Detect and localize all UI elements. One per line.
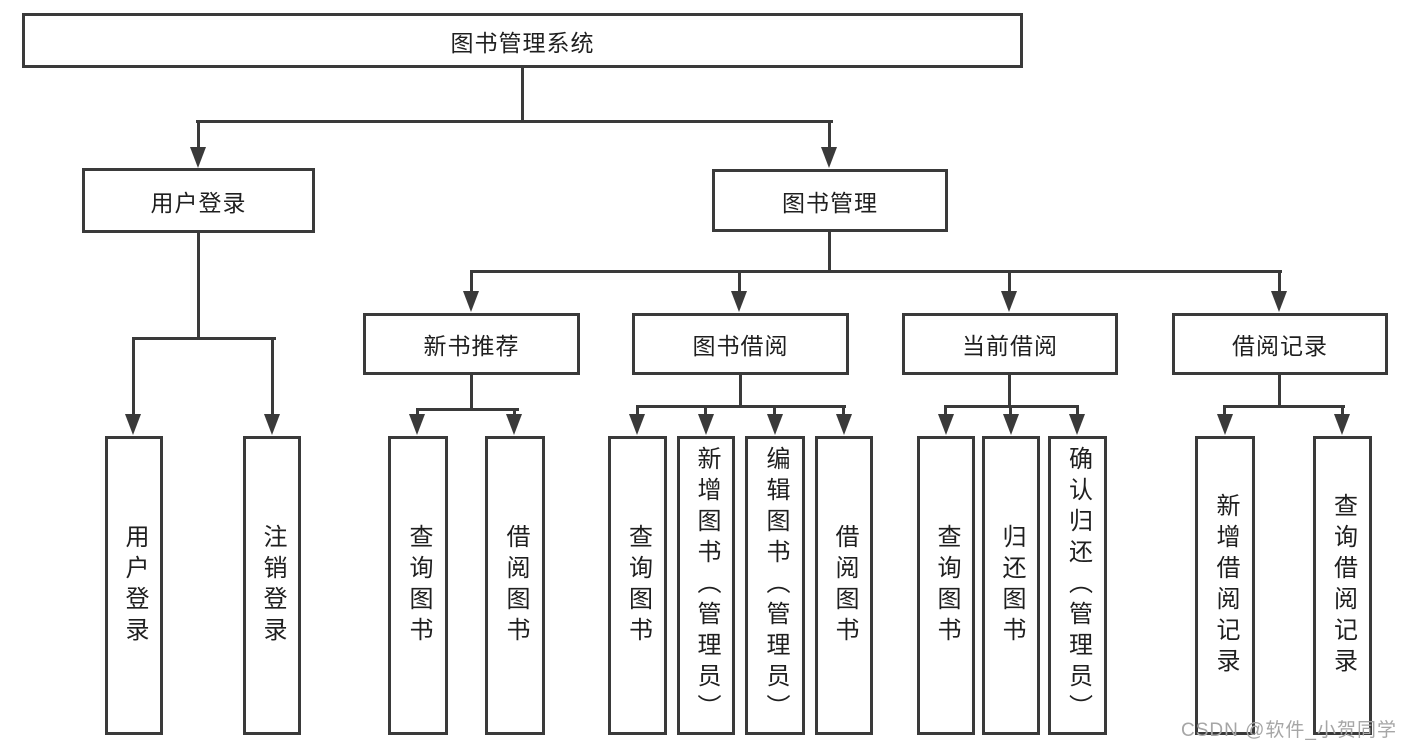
connector-line xyxy=(739,375,742,408)
connector-line xyxy=(828,120,831,150)
leaf-user-login-label: 用户登录 xyxy=(121,523,148,648)
connector-line xyxy=(842,405,845,416)
node-book-borrowing: 图书借阅 xyxy=(632,313,849,375)
arrow-down-icon xyxy=(836,414,852,435)
arrow-down-icon xyxy=(506,414,522,435)
leaf-borrow-books: 借阅图书 xyxy=(815,436,873,735)
connector-line xyxy=(1278,270,1281,294)
connector-line xyxy=(944,405,947,416)
connector-line xyxy=(704,405,707,416)
node-borrowing-records-label: 借阅记录 xyxy=(1232,333,1328,359)
leaf-logout-label: 注销登录 xyxy=(259,523,286,648)
connector-line xyxy=(470,270,1282,273)
leaf-user-login: 用户登录 xyxy=(105,436,163,735)
arrow-down-icon xyxy=(1001,291,1017,312)
leaf-query-books-recommend: 查询图书 xyxy=(388,436,448,735)
node-library-system-label: 图书管理系统 xyxy=(450,29,595,56)
leaf-query-books-current: 查询图书 xyxy=(917,436,975,735)
node-new-book-recommend: 新书推荐 xyxy=(363,313,580,375)
arrow-down-icon xyxy=(1271,291,1287,312)
connector-line xyxy=(271,337,274,416)
leaf-borrow-books-recommend: 借阅图书 xyxy=(485,436,545,735)
node-borrowing-records: 借阅记录 xyxy=(1172,313,1388,375)
connector-line xyxy=(636,405,846,408)
connector-line xyxy=(1009,405,1012,416)
arrow-down-icon xyxy=(1069,414,1085,435)
connector-line xyxy=(513,408,516,416)
leaf-query-books-current-label: 查询图书 xyxy=(933,523,960,648)
arrow-down-icon xyxy=(264,414,280,435)
leaf-edit-books-admin-label: 编辑图书（管理员） xyxy=(762,446,789,725)
arrow-down-icon xyxy=(629,414,645,435)
connector-line xyxy=(197,233,200,340)
leaf-return-books: 归还图书 xyxy=(982,436,1040,735)
leaf-borrow-books-recommend-label: 借阅图书 xyxy=(502,523,529,648)
connector-line xyxy=(1223,405,1226,416)
node-new-book-recommend-label: 新书推荐 xyxy=(423,333,520,359)
arrow-down-icon xyxy=(190,147,206,168)
leaf-add-borrow-record-label: 新增借阅记录 xyxy=(1212,492,1239,679)
connector-line xyxy=(773,405,776,416)
connector-line xyxy=(197,120,200,150)
connector-line xyxy=(1278,375,1281,408)
node-current-borrowing-label: 当前借阅 xyxy=(962,333,1058,359)
node-book-borrowing-label: 图书借阅 xyxy=(692,333,789,359)
connector-line xyxy=(132,337,135,416)
connector-line xyxy=(636,405,639,416)
arrow-down-icon xyxy=(1334,414,1350,435)
leaf-confirm-return-admin: 确认归还（管理员） xyxy=(1048,436,1107,735)
connector-line xyxy=(1076,405,1079,416)
arrow-down-icon xyxy=(731,291,747,312)
arrow-down-icon xyxy=(938,414,954,435)
arrow-down-icon xyxy=(1217,414,1233,435)
connector-line xyxy=(132,337,276,340)
connector-line xyxy=(416,408,419,416)
connector-line xyxy=(1008,375,1011,408)
leaf-return-books-label: 归还图书 xyxy=(998,523,1025,648)
arrow-down-icon xyxy=(409,414,425,435)
arrow-down-icon xyxy=(125,414,141,435)
node-user-login: 用户登录 xyxy=(82,168,315,233)
leaf-confirm-return-admin-label: 确认归还（管理员） xyxy=(1064,446,1092,725)
node-user-login-label: 用户登录 xyxy=(150,189,247,216)
connector-line xyxy=(470,375,473,411)
connector-line xyxy=(416,408,519,411)
connector-line xyxy=(828,232,831,273)
connector-line xyxy=(196,120,833,123)
leaf-query-borrow-record: 查询借阅记录 xyxy=(1313,436,1372,735)
leaf-add-borrow-record: 新增借阅记录 xyxy=(1195,436,1255,735)
leaf-query-books-borrowing: 查询图书 xyxy=(608,436,667,735)
arrow-down-icon xyxy=(698,414,714,435)
leaf-query-books-borrowing-label: 查询图书 xyxy=(624,523,652,648)
leaf-query-books-recommend-label: 查询图书 xyxy=(405,523,432,648)
arrow-down-icon xyxy=(767,414,783,435)
arrow-down-icon xyxy=(463,291,479,312)
connector-line xyxy=(470,270,473,294)
leaf-edit-books-admin: 编辑图书（管理员） xyxy=(745,436,805,735)
leaf-logout: 注销登录 xyxy=(243,436,301,735)
connector-line xyxy=(738,270,741,294)
arrow-down-icon xyxy=(1003,414,1019,435)
leaf-borrow-books-label: 借阅图书 xyxy=(831,523,858,648)
leaf-add-books-admin: 新增图书（管理员） xyxy=(677,436,735,735)
connector-line xyxy=(521,68,524,123)
connector-line xyxy=(1223,405,1345,408)
csdn-watermark: CSDN @软件_小贺同学 xyxy=(1181,720,1397,741)
node-book-management: 图书管理 xyxy=(712,169,948,232)
node-book-management-label: 图书管理 xyxy=(782,189,878,216)
leaf-query-borrow-record-label: 查询借阅记录 xyxy=(1329,492,1357,679)
node-library-system: 图书管理系统 xyxy=(22,13,1023,68)
connector-line xyxy=(1008,270,1011,294)
node-current-borrowing: 当前借阅 xyxy=(902,313,1118,375)
leaf-add-books-admin-label: 新增图书（管理员） xyxy=(693,446,720,725)
arrow-down-icon xyxy=(821,147,837,168)
connector-line xyxy=(1341,405,1344,416)
